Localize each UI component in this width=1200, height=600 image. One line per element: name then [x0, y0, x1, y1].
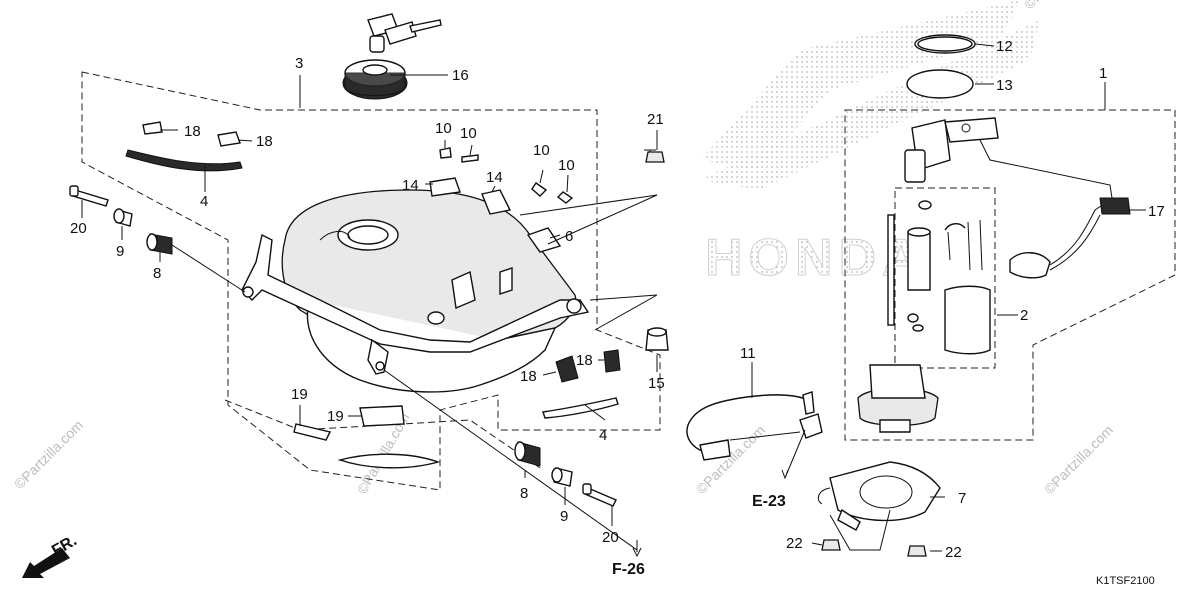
callout-8: 8 [153, 265, 161, 282]
pad-10 [461, 154, 479, 163]
fuel-pump-group-outline [844, 109, 1176, 441]
callout-4: 4 [599, 427, 607, 444]
callout-22: 22 [786, 535, 803, 552]
reference-f26: F-26 [612, 561, 645, 578]
callout-19: 19 [291, 386, 308, 403]
pad-4 [125, 149, 243, 172]
callout-17: 17 [1148, 203, 1165, 220]
pump-motor [907, 231, 931, 291]
callout-9: 9 [560, 508, 568, 525]
pad-10 [439, 147, 452, 159]
nut-22 [821, 539, 841, 551]
callout-10: 10 [533, 142, 550, 159]
emblem [337, 453, 441, 469]
callout-16: 16 [452, 67, 469, 84]
callout-labels: 3 18 18 4 20 9 8 16 10 10 10 10 14 14 21… [70, 38, 1165, 561]
pad-19 [359, 405, 405, 427]
pad-4 [542, 397, 619, 419]
callout-11: 11 [740, 345, 756, 362]
watermark: ©Partzilla.com [11, 417, 86, 492]
callout-10: 10 [558, 157, 575, 174]
callout-7: 7 [958, 490, 966, 507]
fuel-tank-group-outline [81, 71, 661, 491]
callout-3: 3 [295, 55, 303, 72]
pad-14 [481, 189, 512, 215]
bolt-21 [645, 151, 665, 163]
fuel-cap-with-keys [342, 13, 442, 100]
callout-12: 12 [996, 38, 1013, 55]
front-arrow-icon [22, 548, 70, 578]
fuel-pump-parts [686, 34, 1131, 557]
pad-6 [526, 227, 562, 253]
pad-18 [555, 355, 579, 383]
fuel-sender-17 [1009, 252, 1051, 279]
callout-18: 18 [184, 123, 201, 140]
callout-4: 4 [200, 193, 208, 210]
figure-code: K1TSF2100 [1096, 575, 1155, 587]
callout-18: 18 [256, 133, 273, 150]
callout-15: 15 [648, 375, 665, 392]
watermark: ©Partzilla.com [1041, 422, 1116, 497]
front-direction-indicator: FR. [22, 532, 80, 578]
pad-14 [429, 177, 461, 197]
callout-19: 19 [327, 408, 344, 425]
pad-18 [142, 121, 163, 135]
callout-14: 14 [486, 169, 503, 186]
callout-20: 20 [602, 529, 619, 546]
filter-holder [944, 285, 991, 355]
callout-18: 18 [520, 368, 537, 385]
callout-9: 9 [116, 243, 124, 260]
callout-2: 2 [1020, 307, 1028, 324]
callout-10: 10 [435, 120, 452, 137]
pad-18 [217, 131, 241, 147]
pad-18 [603, 349, 621, 373]
leader-lines [81, 43, 1146, 558]
setting-plate-7 [829, 461, 941, 522]
callout-21: 21 [647, 111, 664, 128]
callout-18: 18 [576, 352, 593, 369]
small-parts [69, 121, 669, 507]
fuel-pump-subassembly-outline [894, 187, 996, 369]
watermark: ©Partzilla.com [1021, 0, 1096, 12]
callout-13: 13 [996, 77, 1013, 94]
callout-14: 14 [402, 177, 419, 194]
callout-1: 1 [1099, 65, 1107, 82]
honda-logo-text: HONDA [705, 229, 926, 287]
pad-10 [556, 191, 574, 204]
callout-22: 22 [945, 544, 962, 561]
callout-20: 20 [70, 220, 87, 237]
nut-22 [907, 545, 927, 557]
callout-6: 6 [565, 228, 573, 245]
reference-e23: E-23 [752, 493, 786, 510]
packing-13 [906, 69, 974, 99]
honda-wing-logo: HONDA [700, 0, 1040, 288]
fuel-tank [241, 189, 590, 393]
pad-19 [293, 423, 332, 441]
callout-8: 8 [520, 485, 528, 502]
pad-10 [531, 182, 548, 197]
callout-10: 10 [460, 125, 477, 142]
